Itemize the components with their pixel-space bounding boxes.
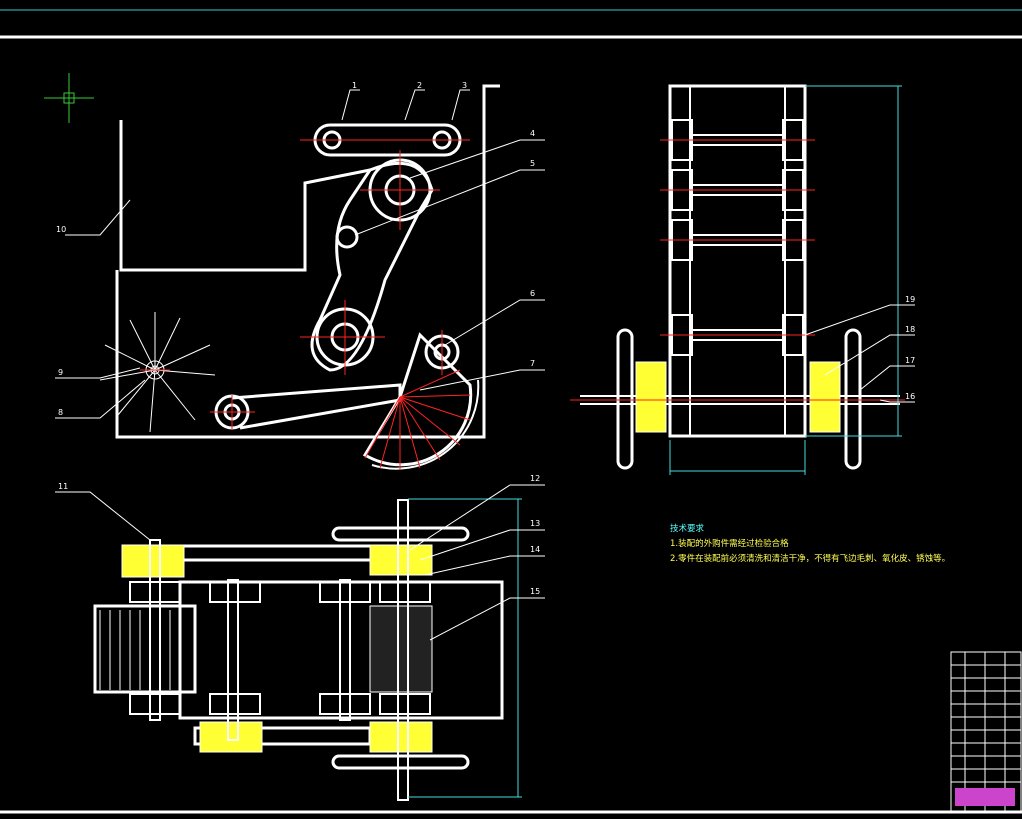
technical-requirements-title: 技术要求 (670, 524, 705, 534)
label-part-11: 11 (58, 482, 68, 491)
end-view-shafts (671, 119, 804, 356)
label-part-16: 16 (905, 392, 915, 401)
technical-requirements: 技术要求 1.装配的外购件需经过检验合格 2.零件在装配前必须清洗和清洁干净，不… (670, 522, 950, 567)
label-part-18: 18 (905, 325, 915, 334)
label-part-19: 19 (905, 295, 915, 304)
ucs-crosshair-icon (44, 73, 94, 123)
end-view-dimensions (669, 85, 902, 475)
top-view-drums (99, 605, 433, 693)
end-view-centerlines (570, 139, 905, 401)
title-block (950, 651, 1022, 813)
label-part-14: 14 (530, 545, 540, 554)
label-part-3: 3 (462, 81, 467, 90)
part-labels: 1 2 3 4 5 6 7 8 9 10 11 12 13 14 15 16 1… (56, 81, 915, 596)
end-view-gears (635, 361, 841, 433)
end-view (580, 84, 900, 470)
top-view-dimensions (408, 498, 522, 798)
label-part-4: 4 (530, 129, 535, 138)
label-part-9: 9 (58, 368, 63, 377)
top-view-gears (121, 544, 433, 753)
label-part-15: 15 (530, 587, 540, 596)
label-part-8: 8 (58, 408, 63, 417)
sheet-border (0, 9, 1022, 814)
label-part-2: 2 (417, 81, 422, 90)
label-part-12: 12 (530, 474, 540, 483)
technical-requirement-1: 1.装配的外购件需经过检验合格 (670, 539, 789, 549)
label-part-5: 5 (530, 159, 535, 168)
top-view-shafts (129, 499, 431, 801)
label-part-10: 10 (56, 225, 66, 234)
label-part-7: 7 (530, 359, 535, 368)
label-part-17: 17 (905, 356, 915, 365)
leader-lines (55, 89, 915, 641)
label-part-13: 13 (530, 519, 540, 528)
technical-requirement-2: 2.零件在装配前必须清洗和清洁干净，不得有飞边毛刺、氧化皮、锈蚀等。 (670, 554, 951, 564)
side-view-centerlines (140, 139, 471, 470)
label-part-1: 1 (352, 81, 357, 90)
side-view-detail (99, 312, 216, 433)
label-part-6: 6 (530, 289, 535, 298)
